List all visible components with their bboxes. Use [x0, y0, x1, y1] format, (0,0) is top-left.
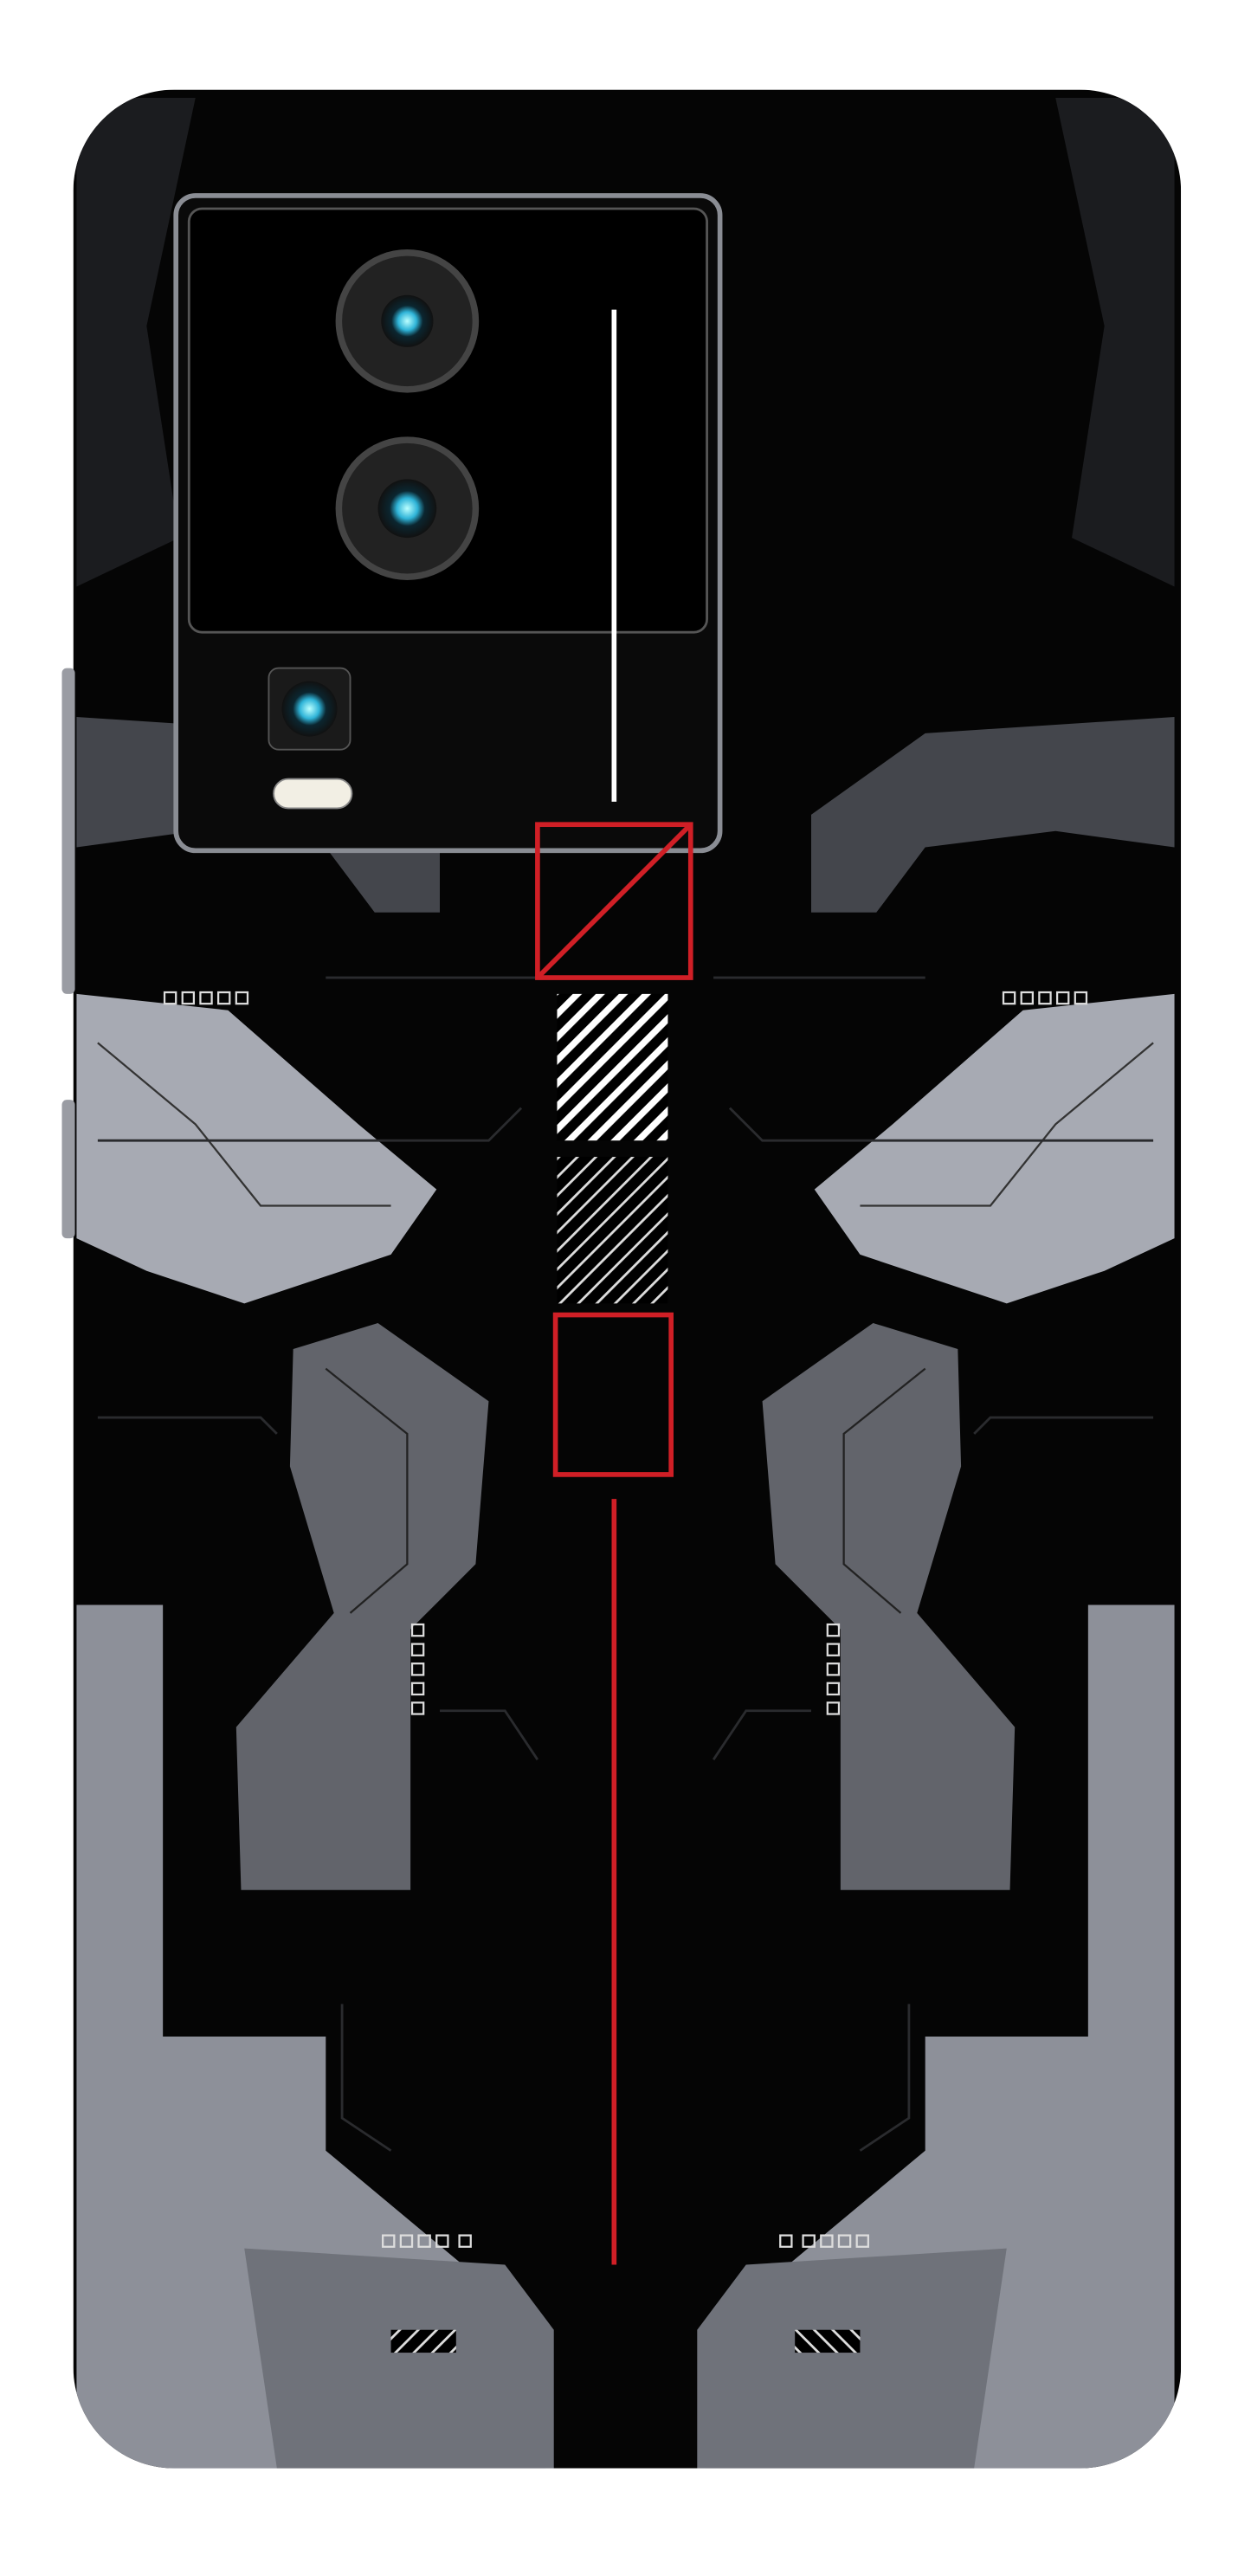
flash-icon: [273, 778, 353, 810]
small-lens-icon: [281, 681, 338, 737]
side-button-upper: [61, 668, 75, 994]
center-emblem: [535, 822, 693, 2265]
side-button-lower: [61, 1100, 75, 1239]
camera-module: [173, 193, 723, 854]
